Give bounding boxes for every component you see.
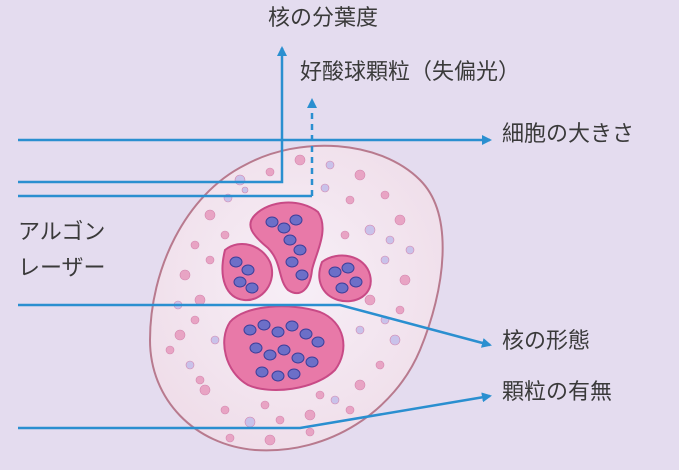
granule [326,161,334,169]
chromatin-clump [284,235,296,245]
label-granule-presence: 顆粒の有無 [502,382,612,404]
chromatin-clump [272,371,284,381]
chromatin-clump [256,367,268,377]
laser-line-lobe [18,48,282,182]
chromatin-clump [306,357,318,367]
granule [206,256,214,264]
granule [175,330,185,340]
granule [261,401,269,409]
granule [242,187,248,193]
granule [381,256,389,264]
granule [355,380,365,390]
nucleus-lobe-right [319,256,370,302]
chromatin-clump [244,325,256,335]
granule [265,435,275,445]
granule [235,175,245,185]
granule [356,326,364,334]
granule [211,336,219,344]
chromatin-clump [272,327,284,337]
granule [180,270,190,280]
label-nuclear-lobulation: 核の分葉度 [268,8,378,30]
chromatin-clump [342,263,354,273]
granule [321,184,329,192]
granule [346,196,354,204]
granule [386,236,394,244]
chromatin-clump [246,283,258,293]
granule [396,306,404,314]
granule [390,335,400,345]
chromatin-clump [329,267,341,277]
chromatin-clump [264,350,276,360]
granule [191,316,199,324]
chromatin-clump [242,265,254,275]
granule [166,346,174,354]
chromatin-clump [230,257,242,267]
granule [186,361,194,369]
granule [365,295,375,305]
granule [381,191,389,199]
cell-membrane [150,146,443,451]
chromatin-clump [278,223,290,233]
chromatin-clump [288,369,300,379]
chromatin-clump [350,277,362,287]
granule [395,215,405,225]
granule [306,428,314,436]
granule [245,417,255,427]
granule [346,406,354,414]
label-nuclear-morphology: 核の形態 [502,331,590,353]
granule [406,246,414,254]
label-argon: アルゴン [18,222,105,244]
label-eosinophil-granules: 好酸球顆粒（失偏光） [300,62,520,84]
chromatin-clump [278,345,290,355]
chromatin-clump [286,321,298,331]
granule [365,225,375,235]
label-cell-size: 細胞の大きさ [502,124,634,146]
chromatin-clump [266,217,278,227]
chromatin-clump [294,245,306,255]
chromatin-clump [292,353,304,363]
granule [331,396,339,404]
chromatin-clump [290,215,302,225]
granule [221,231,229,239]
granule [276,416,284,424]
chromatin-clump [258,320,270,330]
granule [195,295,205,305]
granule [400,275,410,285]
granule [226,434,234,442]
granule [200,385,210,395]
granule [376,361,384,369]
chromatin-clump [336,283,348,293]
chromatin-clump [234,277,246,287]
chromatin-clump [286,257,298,267]
granule [196,376,204,384]
granule [221,406,229,414]
granule [191,241,199,249]
granule [316,391,324,399]
label-laser: レーザー [18,258,106,280]
chromatin-clump [300,329,312,339]
granule [341,231,349,239]
granule [295,155,305,165]
chromatin-clump [250,343,262,353]
granule [205,210,215,220]
chromatin-clump [296,270,308,280]
granule [355,170,365,180]
chromatin-clump [312,337,324,347]
granule [305,410,315,420]
granule [266,168,274,176]
